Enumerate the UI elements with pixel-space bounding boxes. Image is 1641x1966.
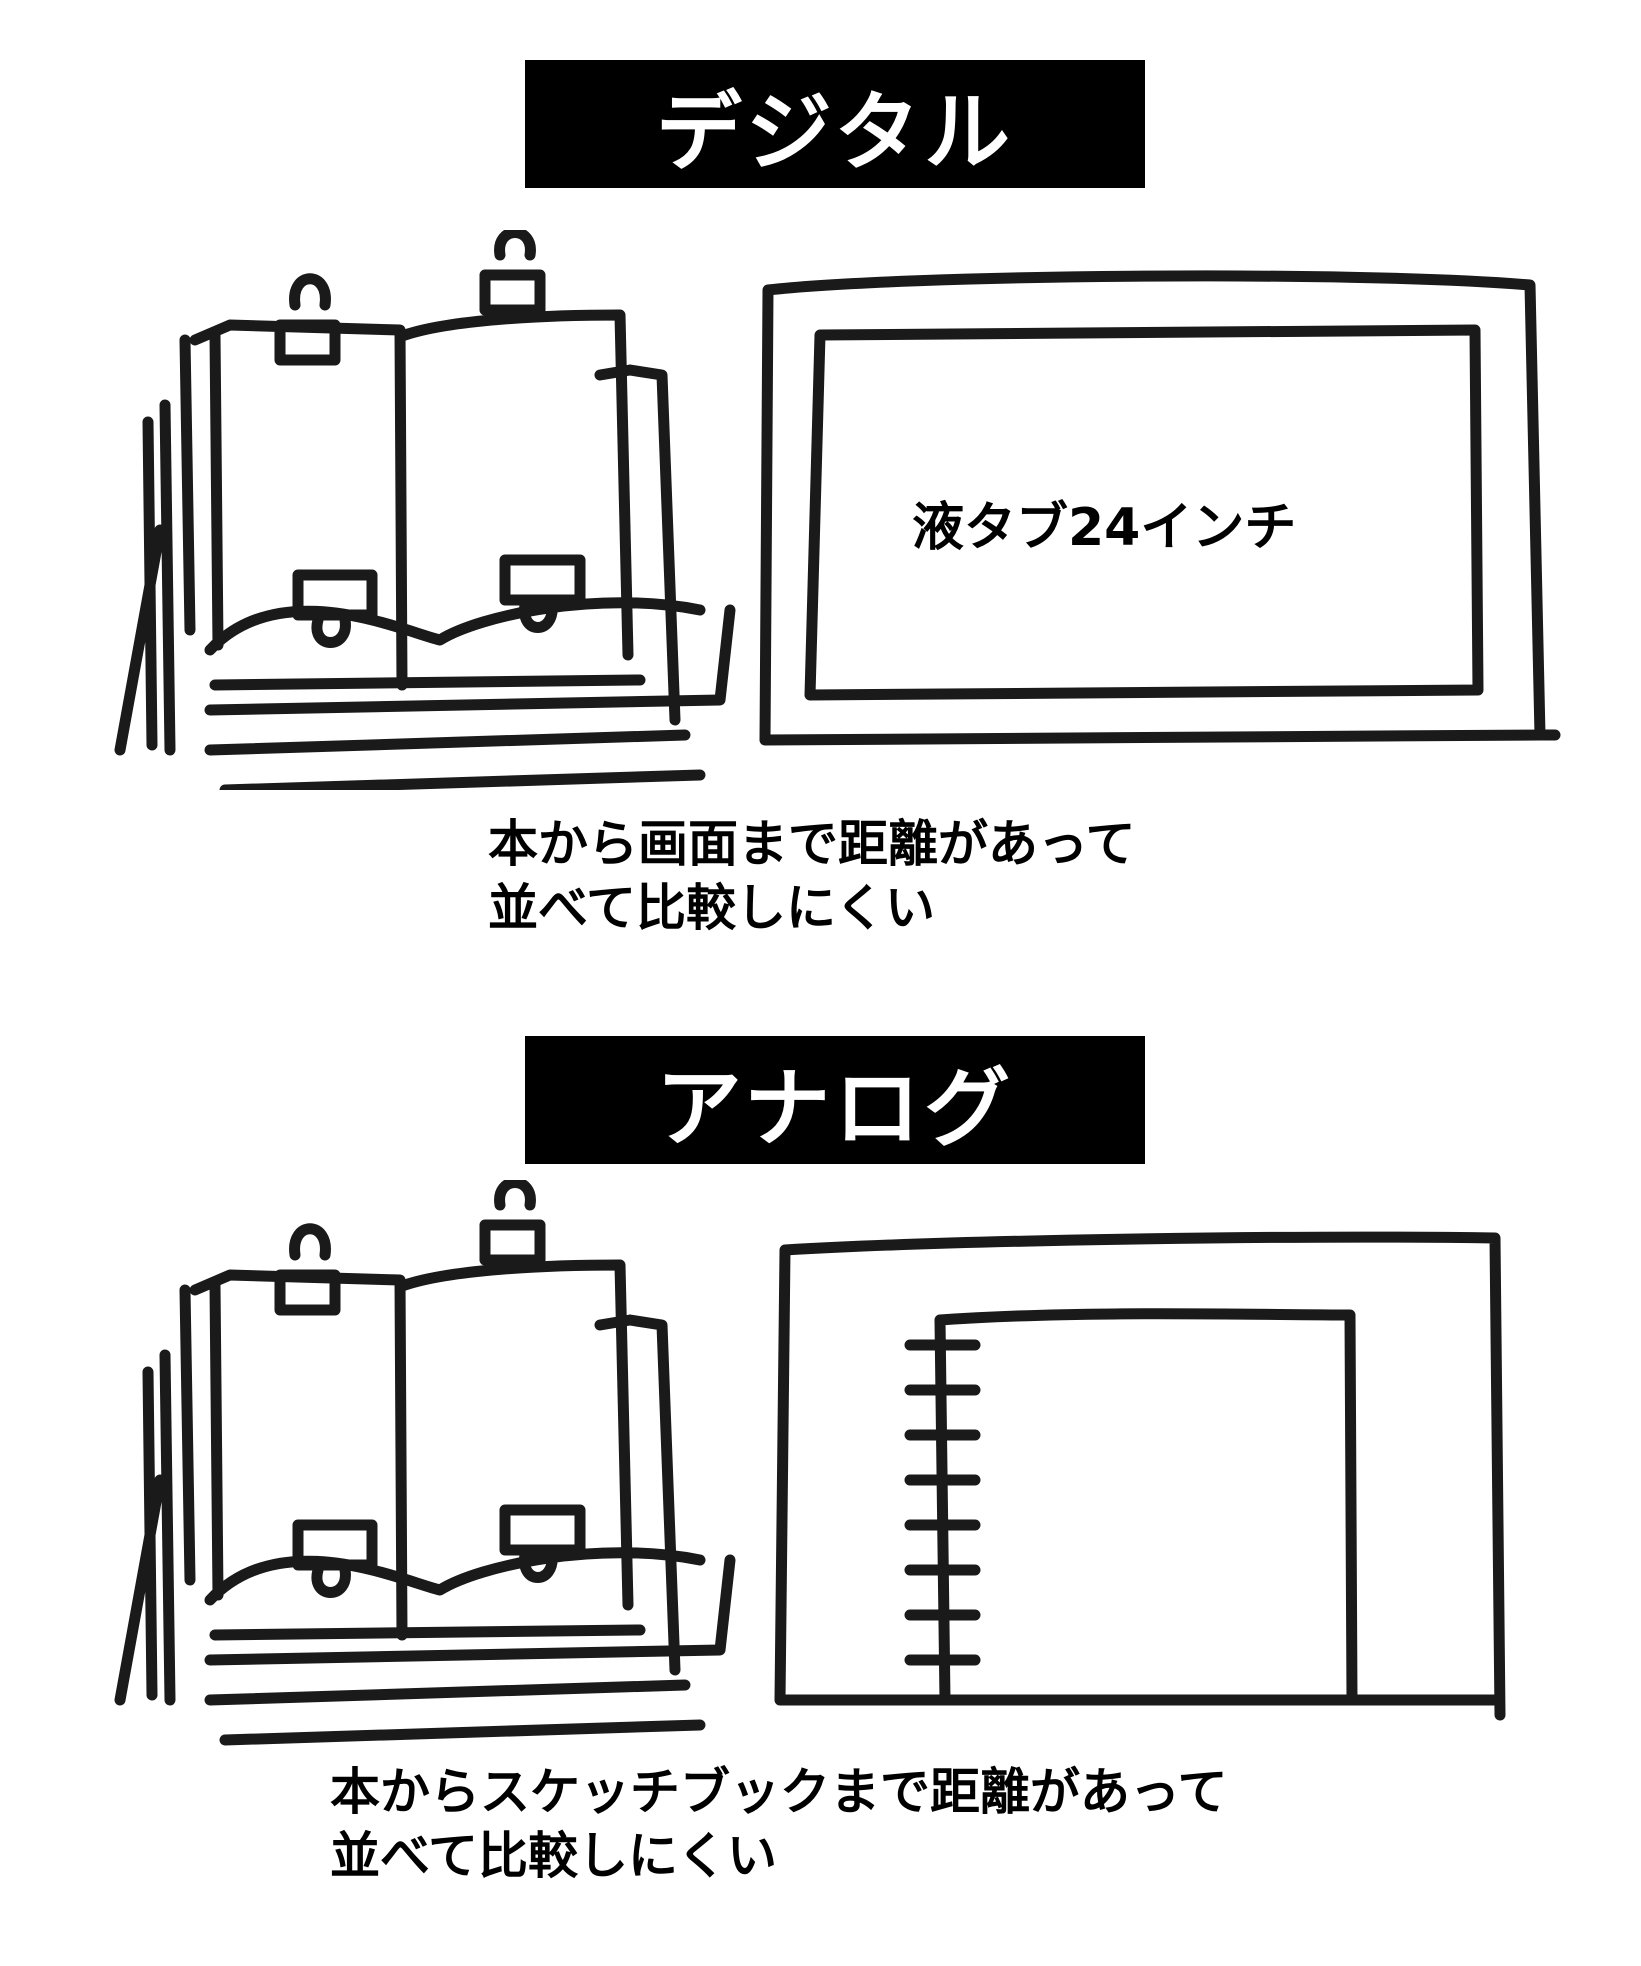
sketchbook-icon — [774, 1231, 1506, 1721]
caption-analog-line-2: 並べて比較しにくい — [330, 1827, 777, 1885]
pen-tablet-icon — [759, 270, 1561, 746]
caption-digital-line-2: 並べて比較しにくい — [488, 879, 935, 937]
caption-analog-line-1: 本からスケッチブックまで距離があって — [330, 1763, 1228, 1821]
analog-sketch — [114, 1180, 1506, 1746]
caption-digital: 本から画面まで距離があって 並べて比較しにくい — [488, 812, 1136, 940]
section-title-digital-text: デジタル — [655, 82, 1015, 183]
section-title-analog: アナログ — [525, 1036, 1145, 1164]
tablet-screen-label: 液タブ24インチ — [912, 498, 1297, 558]
book-stand-icon — [114, 1180, 736, 1746]
digital-sketch — [114, 230, 1561, 790]
caption-analog: 本からスケッチブックまで距離があって 並べて比較しにくい — [330, 1760, 1228, 1888]
book-stand-icon — [114, 230, 736, 790]
caption-digital-line-1: 本から画面まで距離があって — [488, 815, 1136, 873]
section-title-digital: デジタル — [525, 60, 1145, 188]
section-title-analog-text: アナログ — [655, 1058, 1015, 1159]
